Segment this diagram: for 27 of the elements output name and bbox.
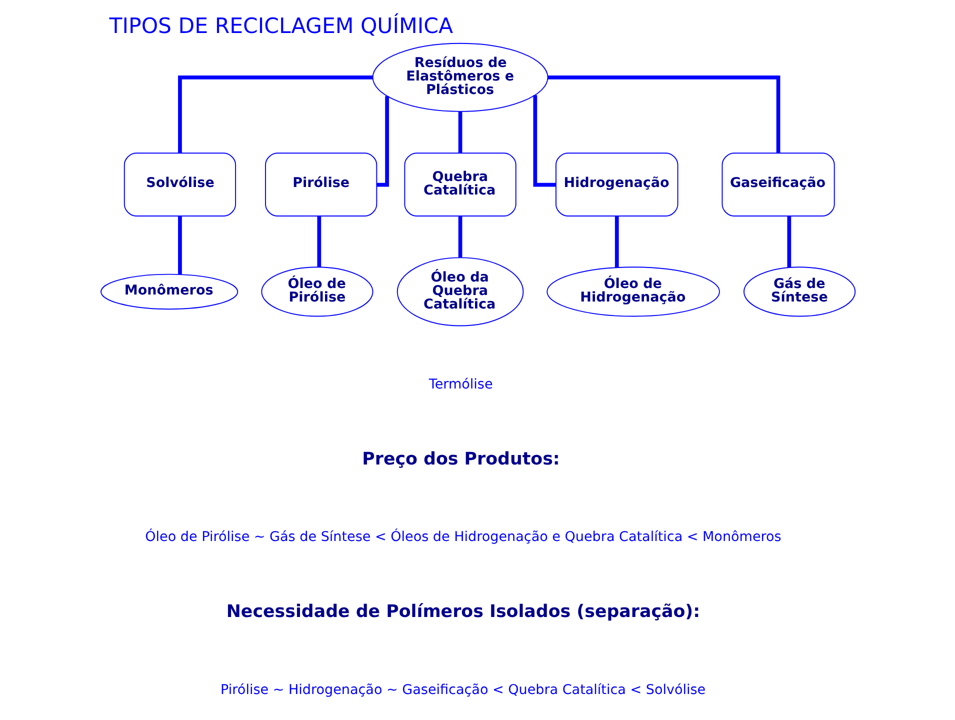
label: Necessidade de Polímeros Isolados (separação): <box>226 602 700 622</box>
label: Termólise <box>428 376 492 392</box>
node-ellipse: Gás de Síntese <box>743 266 856 317</box>
node-ellipse: Resíduos de Elastômeros e Plásticos <box>372 42 548 112</box>
connector <box>532 95 556 187</box>
node-ellipse: Óleo da Quebra Catalítica <box>396 257 524 326</box>
node-box: Quebra Catalítica <box>404 152 516 216</box>
label: Preço dos Produtos: <box>362 450 560 470</box>
node-box: Hidrogenação <box>555 152 678 216</box>
connector <box>178 216 182 274</box>
connector <box>786 216 791 268</box>
connector <box>548 76 780 154</box>
connector <box>178 76 372 154</box>
connector <box>376 96 388 187</box>
connector <box>614 216 618 268</box>
node-box: Pirólise <box>264 152 377 216</box>
node-box: Solvólise <box>123 152 236 216</box>
connector <box>458 112 462 153</box>
label: Pirólise ~ Hidrogenação ~ Gaseificação < Quebra Catalítica < Solvólise <box>220 682 706 698</box>
connector <box>458 216 462 258</box>
node-ellipse: Óleo de Hidrogenação <box>546 266 720 317</box>
diagram-title: TIPOS DE RECICLAGEM QUÍMICA <box>108 14 452 40</box>
node-ellipse: Monômeros <box>100 274 238 310</box>
node-box: Gaseificação <box>721 152 834 216</box>
connector <box>316 216 321 267</box>
label: Óleo de Pirólise ~ Gás de Síntese < Óleos de Hidrogenação e Quebra Catalítica < Monômeros <box>144 529 781 546</box>
node-ellipse: Óleo de Pirólise <box>260 266 373 317</box>
